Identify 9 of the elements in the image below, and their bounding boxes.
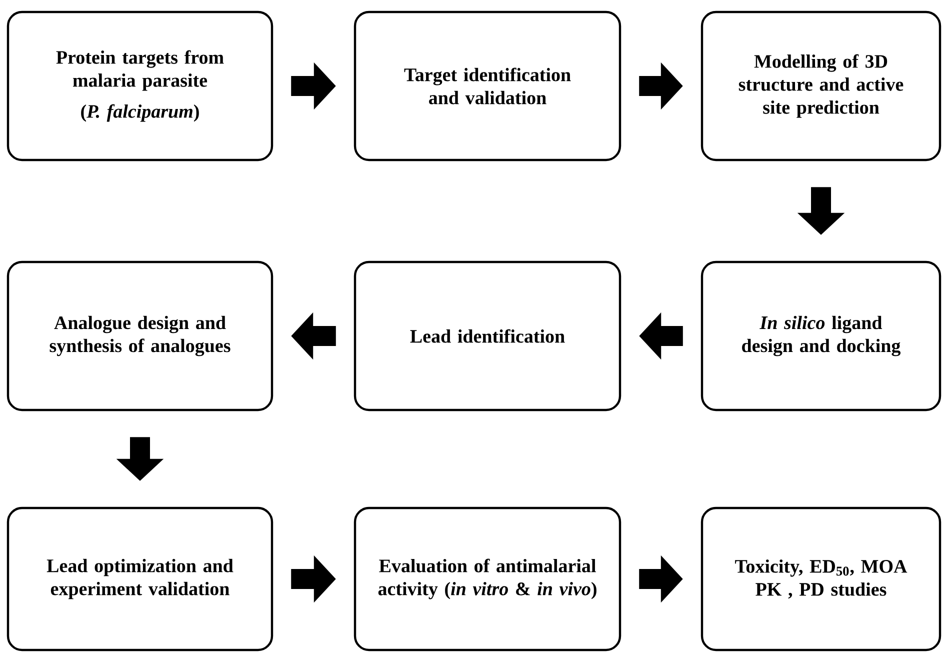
process-box: Lead identification — [354, 260, 622, 412]
process-box: Protein targets from malaria parasite (P. falciparum) — [6, 10, 274, 162]
process-box: In silico ligand design and docking — [700, 260, 942, 412]
process-box: Modelling of 3D structure and active site prediction — [700, 10, 942, 162]
process-box: Evaluation of antimalarial activity (in vitro & in vivo) — [354, 506, 622, 652]
process-box: Toxicity, ED$_{50}$, MOA PK , PD studies — [700, 506, 942, 652]
process-box: Analogue design and synthesis of analogues — [6, 260, 274, 412]
process-box: Target identification and validation — [354, 10, 622, 162]
process-box: Lead optimization and experiment validation — [6, 506, 274, 652]
